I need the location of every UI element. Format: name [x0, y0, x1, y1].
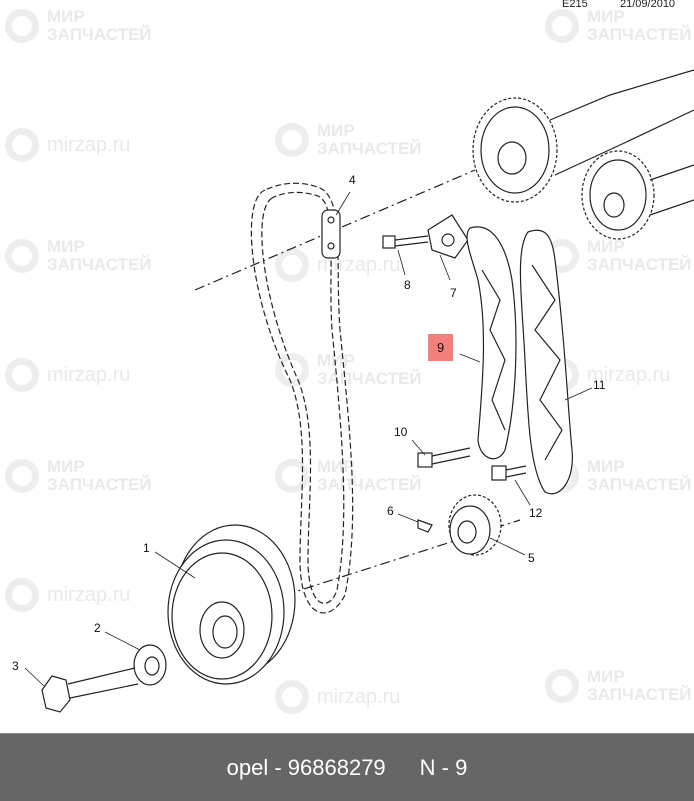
washer — [133, 644, 167, 686]
timing-chain-diagram — [24, 69, 694, 713]
pulley-bolt — [41, 667, 139, 713]
pin-icon — [545, 669, 579, 703]
pin-icon — [5, 9, 39, 43]
pin-icon — [5, 128, 39, 162]
callout-1: 1 — [143, 541, 150, 555]
callout-2: 2 — [94, 621, 101, 635]
part-info-bar: opel - 96868279 N - 9 — [0, 733, 694, 801]
tensioner-rail — [466, 226, 517, 460]
callout-7: 7 — [450, 286, 457, 300]
callout-4: 4 — [349, 173, 356, 187]
crankshaft-pulley — [167, 524, 296, 685]
watermark: mirzap.ru — [5, 128, 130, 162]
camshaft-sprocket-upper — [472, 69, 694, 203]
part-number: opel - 96868279 — [226, 754, 386, 780]
pin-icon — [5, 459, 39, 493]
callout-12: 12 — [529, 506, 543, 520]
pin-icon — [5, 358, 39, 392]
woodruff-key — [417, 519, 433, 533]
camshaft-sprocket-lower — [581, 150, 694, 240]
callout-11: 11 — [593, 378, 606, 392]
diagram-date: 21/09/2010 — [620, 0, 676, 10]
pin-icon — [275, 248, 309, 282]
watermark: mirzap.ru — [5, 358, 130, 392]
pin-icon — [275, 123, 309, 157]
pin-icon — [275, 353, 309, 387]
pin-icon — [275, 459, 309, 493]
fixed-guide-rail — [519, 229, 573, 495]
chain-tensioner — [427, 214, 469, 259]
callout-6: 6 — [387, 504, 394, 518]
pin-icon — [545, 9, 579, 43]
position-number: N - 9 — [419, 754, 468, 780]
pin-icon — [5, 578, 39, 612]
chain-link — [321, 209, 341, 259]
callout-3: 3 — [12, 659, 19, 673]
pin-icon — [275, 680, 309, 714]
bolt-10 — [417, 447, 471, 468]
watermark: mirzap.ru — [275, 680, 400, 714]
callout-9-highlighted[interactable]: 9 — [428, 334, 454, 361]
leader-lines — [24, 191, 593, 687]
bolt-12 — [491, 465, 527, 481]
watermark: mirzap.ru — [275, 248, 400, 282]
pin-icon — [5, 239, 39, 273]
callout-8: 8 — [404, 278, 411, 292]
diagram-code: E215 — [562, 0, 588, 10]
callout-5: 5 — [528, 551, 535, 565]
watermark: mirzap.ru — [5, 578, 130, 612]
callout-10: 10 — [394, 425, 408, 439]
bolt-8 — [382, 235, 429, 249]
crank-sprocket — [448, 494, 502, 556]
